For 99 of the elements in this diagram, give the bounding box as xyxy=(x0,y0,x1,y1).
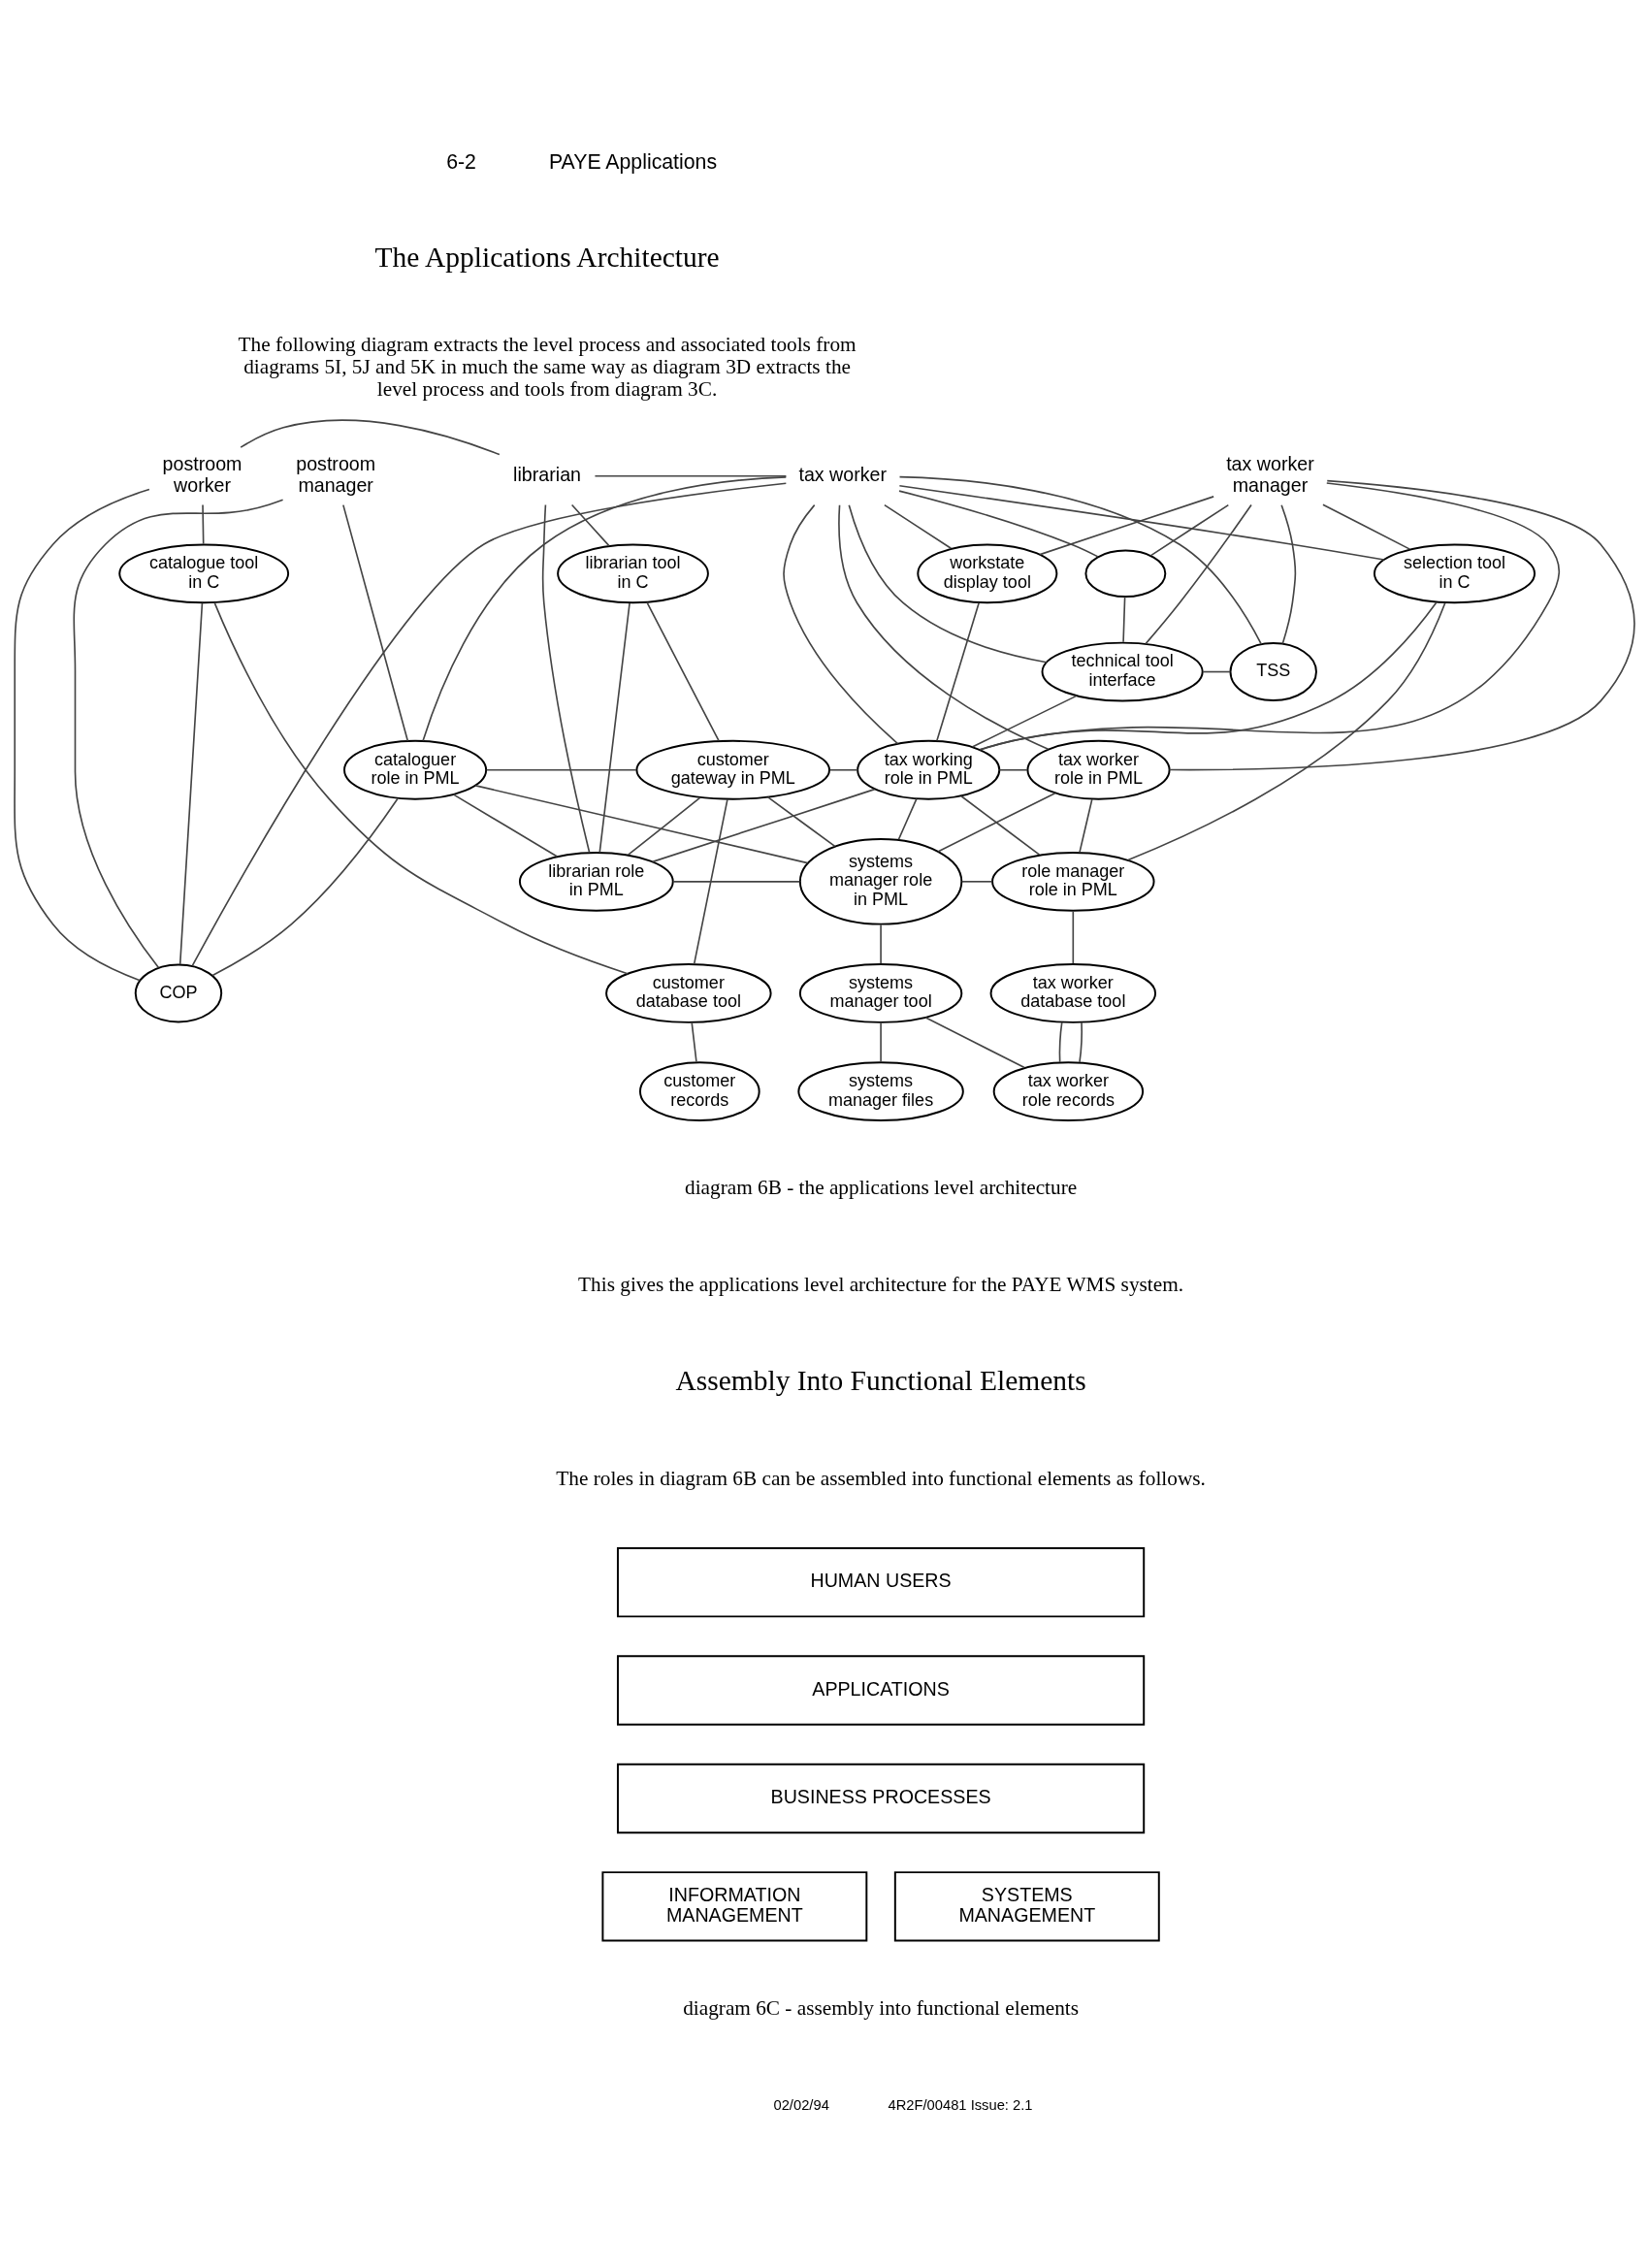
connector xyxy=(1058,1021,1063,1063)
node-ellipse: systems manager tool xyxy=(798,962,963,1023)
label: 4R2F/00481 Issue: 2.1 xyxy=(888,2096,1033,2113)
connector xyxy=(1168,479,1635,770)
node-ellipse: tax worker role in PML xyxy=(1026,739,1171,800)
connector xyxy=(646,600,720,741)
connector xyxy=(897,797,918,840)
label: PAYE Applications xyxy=(548,149,718,174)
node-ellipse: systems manager role in PML xyxy=(798,837,963,925)
connector xyxy=(1280,503,1297,644)
connector xyxy=(1145,503,1252,644)
connector xyxy=(972,695,1078,748)
node-ellipse: selection tool in C xyxy=(1373,542,1536,603)
node-ellipse: tax worker role records xyxy=(992,1060,1145,1121)
connector xyxy=(672,880,801,883)
connector xyxy=(1072,909,1075,964)
connector xyxy=(898,484,1385,561)
connector xyxy=(240,418,501,455)
label: The roles in diagram 6B can be assembled into functional elements as follows. xyxy=(556,1466,1206,1490)
node-ellipse xyxy=(1084,549,1167,598)
connector xyxy=(1201,670,1232,672)
node-box: BUSINESS PROCESSES xyxy=(616,1763,1146,1833)
connector xyxy=(651,788,876,862)
connector xyxy=(783,503,899,744)
connector xyxy=(485,768,637,771)
node-text: tax worker manager xyxy=(1226,452,1314,496)
label: 6-2 xyxy=(446,149,476,174)
node-ellipse: librarian role in PML xyxy=(518,851,674,912)
connector xyxy=(880,923,882,964)
label: The following diagram extracts the level process and associated tools from diagrams 5I, 5J and 5K in much the same way as diagram 3D extracts the level process and tools from diagram 3C. xyxy=(238,332,857,401)
connector xyxy=(924,1016,1025,1068)
connector xyxy=(213,601,629,975)
connector xyxy=(342,503,409,742)
node-text: tax worker xyxy=(798,463,888,485)
connector xyxy=(452,793,558,858)
connector xyxy=(1079,797,1093,853)
node-ellipse: catalogue tool in C xyxy=(118,542,290,603)
connector xyxy=(1039,495,1214,555)
connector xyxy=(979,481,1561,751)
node-ellipse: librarian tool in C xyxy=(557,542,709,603)
connector xyxy=(693,797,728,965)
connector xyxy=(1322,502,1411,550)
connector xyxy=(594,474,788,477)
connector xyxy=(598,601,630,854)
label: This gives the applications level architecture for the PAYE WMS system. xyxy=(578,1272,1184,1296)
node-ellipse: customer database tool xyxy=(605,962,772,1023)
node-ellipse: COP xyxy=(134,962,223,1022)
label: diagram 6C - assembly into functional elements xyxy=(683,1995,1079,2020)
connector xyxy=(848,503,1048,664)
node-box: APPLICATIONS xyxy=(616,1654,1146,1726)
node-ellipse: role manager role in PML xyxy=(991,851,1155,912)
label: diagram 6B - the applications level architecture xyxy=(684,1175,1078,1199)
connector xyxy=(898,475,1262,645)
node-box: INFORMATION MANAGEMENT xyxy=(601,1870,868,1942)
connector xyxy=(627,796,701,856)
connector xyxy=(1122,595,1126,643)
connector xyxy=(979,600,1438,751)
connector xyxy=(1149,503,1230,556)
connector xyxy=(691,1021,697,1062)
node-box: SYSTEMS MANAGEMENT xyxy=(893,1870,1160,1942)
connector xyxy=(178,601,204,965)
node-ellipse: tax worker database tool xyxy=(989,962,1157,1023)
node-ellipse: systems manager files xyxy=(797,1060,964,1121)
node-text: librarian xyxy=(513,463,581,485)
connector xyxy=(1127,601,1446,860)
node-text: postroom worker xyxy=(162,452,242,496)
label: 02/02/94 xyxy=(773,2096,829,2113)
label: Assembly Into Functional Elements xyxy=(675,1364,1086,1396)
connector xyxy=(898,489,1099,558)
node-ellipse: customer gateway in PML xyxy=(635,739,831,800)
connector xyxy=(767,795,836,847)
connector xyxy=(14,488,150,981)
connector xyxy=(880,1021,882,1062)
connector xyxy=(541,503,591,853)
node-ellipse: cataloguer role in PML xyxy=(343,739,488,800)
connector xyxy=(884,503,953,549)
node-box: HUMAN USERS xyxy=(616,1546,1146,1617)
connector xyxy=(998,768,1028,771)
node-text: postroom manager xyxy=(296,452,376,496)
connector xyxy=(960,794,1041,856)
connector xyxy=(73,499,284,968)
node-ellipse: technical tool interface xyxy=(1041,641,1204,701)
connector xyxy=(474,784,809,863)
connector xyxy=(191,481,788,966)
connector xyxy=(211,797,399,976)
node-ellipse: workstate display tool xyxy=(917,542,1058,603)
connector xyxy=(202,503,205,544)
connector xyxy=(570,503,610,546)
connector xyxy=(422,475,788,741)
label: The Applications Architecture xyxy=(374,241,720,273)
connector xyxy=(1079,1021,1083,1063)
connector xyxy=(828,768,859,771)
connector xyxy=(936,601,980,741)
connector xyxy=(960,880,993,883)
node-ellipse: TSS xyxy=(1229,641,1317,701)
node-ellipse: customer records xyxy=(639,1060,760,1121)
connector xyxy=(937,792,1056,852)
node-ellipse: tax working role in PML xyxy=(857,739,1001,800)
connector xyxy=(838,503,1050,750)
